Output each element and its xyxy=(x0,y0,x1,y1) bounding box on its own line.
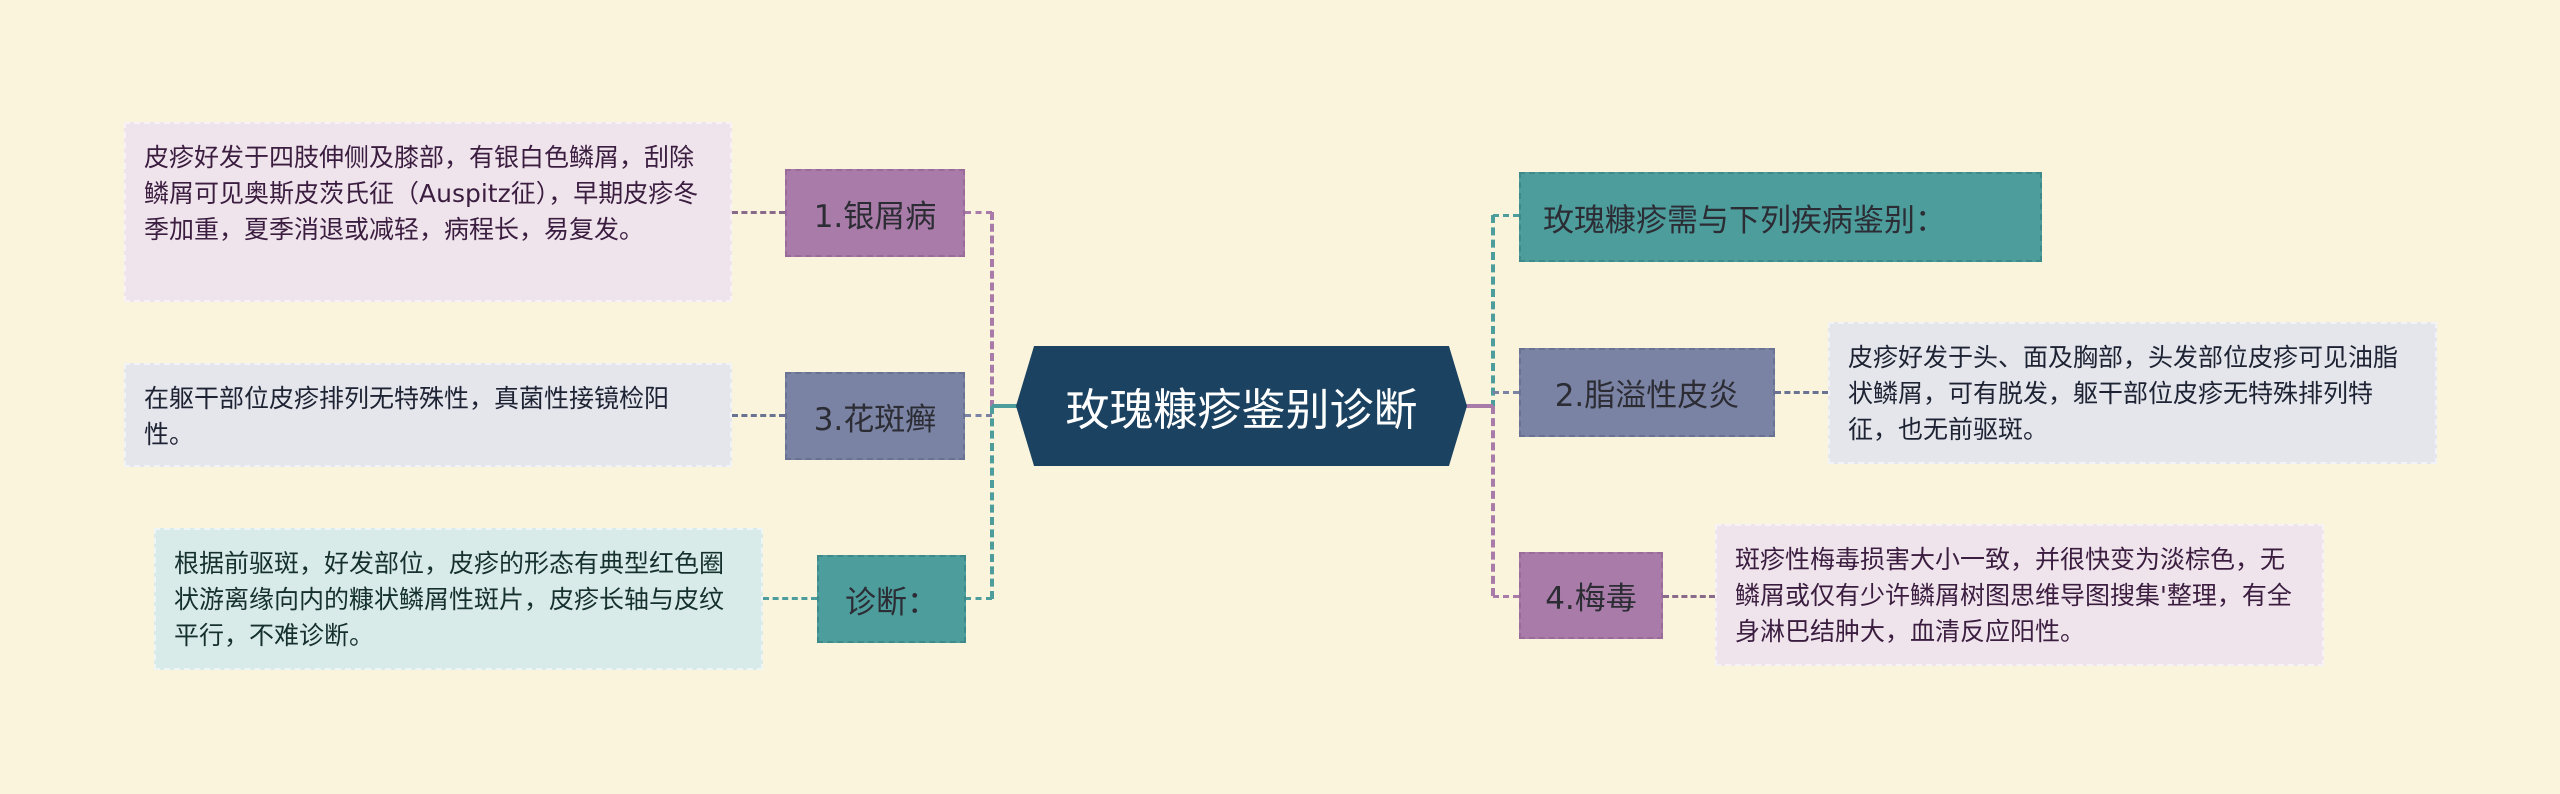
topic-tinea[interactable]: 3.花斑癣 xyxy=(785,372,965,460)
topic-psoriasis-label: 1.银屑病 xyxy=(813,198,937,235)
topic-seborrheic[interactable]: 2.脂溢性皮炎 xyxy=(1519,348,1775,437)
connector-right-upper xyxy=(1491,215,1495,408)
tinea-detail-text: 在躯干部位皮疹排列无特殊性，真菌性接镜检阳性。 xyxy=(144,384,670,449)
topic-diagnosis-label: 诊断： xyxy=(845,584,938,621)
topic-diagnosis[interactable]: 诊断： xyxy=(817,555,966,643)
topic-differential[interactable]: 玫瑰糠疹需与下列疾病鉴别： xyxy=(1519,172,2042,262)
connector-left-lower xyxy=(990,406,994,599)
connector-tinea xyxy=(965,414,992,417)
topic-psoriasis[interactable]: 1.银屑病 xyxy=(785,169,965,257)
central-topic-label: 玫瑰糠疹鉴别诊断 xyxy=(1065,385,1418,436)
connector-syphilis xyxy=(1493,595,1519,598)
diagnosis-detail[interactable]: 根据前驱斑，好发部位，皮疹的形态有典型红色圈状游离缘向内的糠状鳞屑性斑片，皮疹长… xyxy=(154,528,763,670)
topic-tinea-label: 3.花斑癣 xyxy=(813,401,937,438)
topic-syphilis[interactable]: 4.梅毒 xyxy=(1519,552,1663,639)
connector-psoriasis xyxy=(965,211,992,214)
connector-left-upper xyxy=(990,212,994,408)
connector-seborrheic xyxy=(1493,391,1519,394)
connector-center-right xyxy=(1464,404,1493,408)
topic-differential-label: 玫瑰糠疹需与下列疾病鉴别： xyxy=(1543,202,1946,239)
connector-syphilis-detail xyxy=(1663,595,1715,598)
connector-right-lower xyxy=(1491,406,1495,596)
psoriasis-detail-text: 皮疹好发于四肢伸侧及膝部，有银白色鳞屑，刮除鳞屑可见奥斯皮茨氏征（Auspitz… xyxy=(144,143,699,244)
syphilis-detail[interactable]: 斑疹性梅毒损害大小一致，并很快变为淡棕色，无鳞屑或仅有少许鳞屑树图思维导图搜集'… xyxy=(1715,524,2324,666)
seborrheic-detail[interactable]: 皮疹好发于头、面及胸部，头发部位皮疹可见油脂状鳞屑，可有脱发，躯干部位皮疹无特殊… xyxy=(1828,322,2437,464)
syphilis-detail-text: 斑疹性梅毒损害大小一致，并很快变为淡棕色，无鳞屑或仅有少许鳞屑树图思维导图搜集'… xyxy=(1735,545,2292,646)
seborrheic-detail-text: 皮疹好发于头、面及胸部，头发部位皮疹可见油脂状鳞屑，可有脱发，躯干部位皮疹无特殊… xyxy=(1848,343,2399,444)
topic-syphilis-label: 4.梅毒 xyxy=(1545,581,1637,617)
tinea-detail[interactable]: 在躯干部位皮疹排列无特殊性，真菌性接镜检阳性。 xyxy=(124,363,732,467)
connector-diagnosis-detail xyxy=(763,597,817,600)
connector-diagnosis xyxy=(965,597,992,600)
connector-psoriasis-detail xyxy=(732,211,785,214)
psoriasis-detail[interactable]: 皮疹好发于四肢伸侧及膝部，有银白色鳞屑，刮除鳞屑可见奥斯皮茨氏征（Auspitz… xyxy=(124,122,732,302)
central-topic[interactable]: 玫瑰糠疹鉴别诊断 xyxy=(1016,346,1467,466)
connector-tinea-detail xyxy=(732,414,785,417)
diagnosis-detail-text: 根据前驱斑，好发部位，皮疹的形态有典型红色圈状游离缘向内的糠状鳞屑性斑片，皮疹长… xyxy=(174,549,725,650)
connector-seborrheic-detail xyxy=(1775,391,1828,394)
topic-seborrheic-label: 2.脂溢性皮炎 xyxy=(1554,378,1740,414)
connector-center-left xyxy=(992,404,1020,408)
connector-differential xyxy=(1493,214,1519,217)
